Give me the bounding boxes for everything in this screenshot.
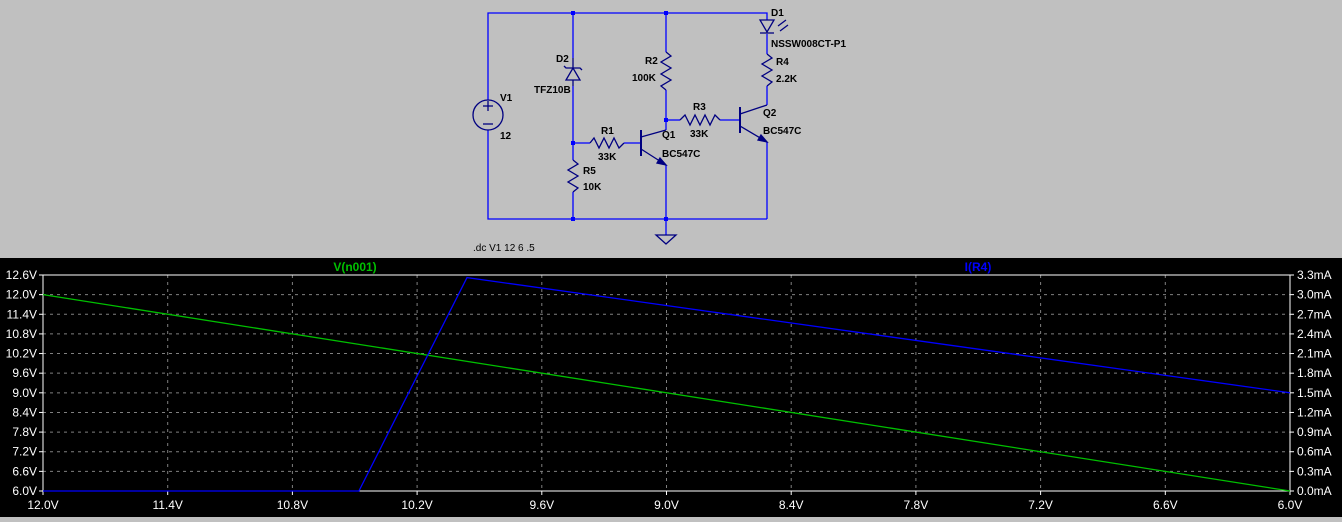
right-tick-label: 3.0mA [1297,288,1332,302]
right-tick-label: 2.7mA [1297,307,1332,321]
left-tick-label: 6.0V [12,484,37,498]
v1-value-label: 12 [500,131,512,142]
x-tick-label: 10.8V [277,498,308,512]
q2-name-label: Q2 [763,108,777,119]
x-tick-label: 10.2V [401,498,432,512]
q1-value-label: BC547C [662,149,700,160]
ground-symbol [654,234,678,245]
r3-value-label: 33K [690,129,709,140]
left-tick-label: 10.8V [6,327,37,341]
right-tick-label: 2.4mA [1297,327,1332,341]
q2-value-label: BC547C [763,126,801,137]
right-tick-label: 0.0mA [1297,484,1332,498]
v1-name-label: V1 [500,93,513,104]
left-tick-label: 11.4V [7,307,37,321]
left-tick-label: 7.2V [12,445,37,459]
x-tick-label: 7.8V [904,498,929,512]
d1-value-label: NSSW008CT-P1 [771,39,846,50]
right-tick-label: 2.1mA [1297,347,1332,361]
r4-name-label: R4 [776,57,789,68]
r2-value-label: 100K [632,73,657,84]
legend-entry-i-r4[interactable]: I(R4) [965,260,992,274]
plot-canvas[interactable]: 12.6V 12.0V 11.4V 10.8V 10.2V 9.6V 9.0V 8.4V 7.8… [0,258,1342,517]
right-tick-label: 1.5mA [1297,386,1332,400]
d2-name-label: D2 [556,54,569,65]
q1-name-label: Q1 [662,130,676,141]
waveform-viewer[interactable]: 12.6V 12.0V 11.4V 10.8V 10.2V 9.6V 9.0V 8.4V 7.8… [0,258,1342,517]
right-tick-label: 1.8mA [1297,366,1332,380]
r2-name-label: R2 [645,56,658,67]
r1-name-label: R1 [601,126,614,137]
left-axis-ticks: 12.6V 12.0V 11.4V 10.8V 10.2V 9.6V 9.0V 8.4V 7.8… [6,268,43,498]
d1-led-symbol [758,19,789,34]
x-tick-label: 9.6V [529,498,554,512]
left-tick-label: 12.0V [6,288,37,302]
x-tick-label: 9.0V [654,498,679,512]
components [472,19,789,245]
x-tick-label: 7.2V [1028,498,1053,512]
trace-legend[interactable]: V(n001) I(R4) [333,260,991,274]
r1-resistor-symbol [589,136,625,150]
right-tick-label: 3.3mA [1297,268,1332,282]
left-tick-label: 7.8V [12,425,37,439]
left-tick-label: 9.0V [12,386,37,400]
left-tick-label: 6.6V [12,464,37,478]
r5-name-label: R5 [583,166,596,177]
x-tick-label: 11.4V [152,498,182,512]
right-tick-label: 0.6mA [1297,445,1332,459]
left-tick-label: 10.2V [6,347,37,361]
junction-dots [571,11,668,221]
left-tick-label: 9.6V [12,366,37,380]
d2-zener-symbol [563,58,583,86]
left-tick-label: 12.6V [6,268,37,282]
x-tick-label: 8.4V [779,498,804,512]
r5-value-label: 10K [583,182,602,193]
series-line-v-n001 [42,293,1291,492]
right-tick-label: 0.9mA [1297,425,1332,439]
x-tick-label: 12.0V [27,498,58,512]
series-line-i-r4 [43,276,1291,492]
grid [43,275,1290,491]
right-tick-label: 0.3mA [1297,464,1332,478]
right-tick-label: 1.2mA [1297,405,1332,419]
r4-value-label: 2.2K [776,74,798,85]
r1-value-label: 33K [598,152,617,163]
q1-npn-transistor-symbol [640,129,668,167]
right-axis-ticks: 3.3mA 3.0mA 2.7mA 2.4mA 2.1mA 1.8mA 1.5mA 1.2mA… [1290,268,1332,498]
schematic-editor[interactable]: V1 12 D2 TFZ10B R2 100K D1 NSSW008CT-P1 … [0,0,1342,258]
schematic-canvas[interactable]: V1 12 D2 TFZ10B R2 100K D1 NSSW008CT-P1 … [0,0,1342,258]
d2-value-label: TFZ10B [534,85,571,96]
series [42,276,1291,492]
r3-resistor-symbol [679,113,721,127]
x-tick-label: 6.0V [1278,498,1303,512]
r2-resistor-symbol [659,51,673,91]
x-axis-ticks: 12.0V 11.4V 10.8V 10.2V 9.6V 9.0V 8.4V 7.8V 7.2V… [27,491,1302,512]
x-tick-label: 6.6V [1153,498,1178,512]
wires [487,12,768,235]
r4-resistor-symbol [760,53,774,87]
v1-voltage-source-symbol [472,99,504,131]
r3-name-label: R3 [693,102,706,113]
legend-entry-v-n001[interactable]: V(n001) [333,260,376,274]
d1-name-label: D1 [771,8,784,19]
left-tick-label: 8.4V [12,405,37,419]
q2-npn-transistor-symbol [739,104,769,144]
r5-resistor-symbol [566,159,580,193]
spice-directive[interactable]: .dc V1 12 6 .5 [473,243,535,254]
